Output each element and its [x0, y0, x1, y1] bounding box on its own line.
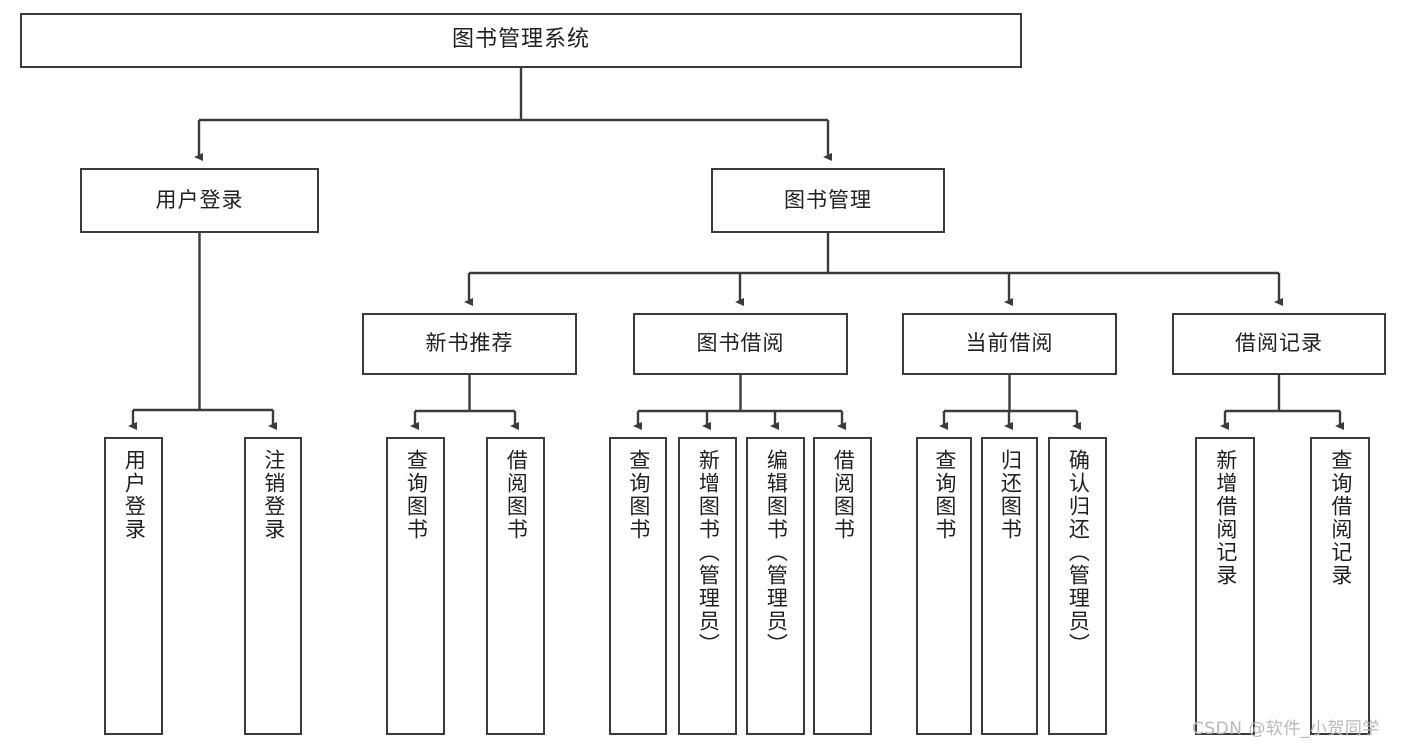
- node-label: 归还图书: [998, 449, 1023, 541]
- node-label: 借阅记录: [1235, 331, 1323, 356]
- node-leaf-borrow-book[interactable]: 借阅图书: [813, 437, 872, 735]
- node-leaf-confirm-return-admin[interactable]: 确认归还（管理员）: [1048, 437, 1107, 735]
- node-label: 图书管理: [784, 187, 872, 212]
- node-leaf-return-book[interactable]: 归还图书: [981, 437, 1038, 735]
- node-label: 图书管理系统: [451, 27, 590, 53]
- node-label: 查询图书: [626, 449, 651, 541]
- node-label: 新书推荐: [425, 331, 514, 356]
- node-label: 查询图书: [404, 449, 429, 541]
- node-label: 新增借阅记录: [1213, 449, 1238, 587]
- node-label: 编辑图书（管理员）: [764, 449, 789, 656]
- node-leaf-user-logout[interactable]: 注销登录: [244, 437, 302, 735]
- node-label: 图书借阅: [696, 331, 785, 356]
- node-new-book-recommend[interactable]: 新书推荐: [362, 313, 577, 375]
- csdn-watermark: CSDN @软件_小贺同学: [1192, 719, 1380, 739]
- node-leaf-user-login[interactable]: 用户登录: [104, 437, 163, 735]
- node-label: 借阅图书: [504, 449, 529, 541]
- node-book-manage[interactable]: 图书管理: [711, 168, 945, 233]
- node-label: 确认归还（管理员）: [1066, 449, 1091, 656]
- node-label: 新增图书（管理员）: [696, 449, 721, 656]
- node-label: 用户登录: [155, 187, 244, 212]
- node-label: 当前借阅: [965, 331, 1054, 356]
- node-leaf-borrow-book-rec[interactable]: 借阅图书: [486, 437, 545, 735]
- node-root-book-management-system[interactable]: 图书管理系统: [20, 13, 1022, 68]
- node-leaf-query-book-borrow[interactable]: 查询图书: [609, 437, 667, 735]
- node-leaf-query-book-current[interactable]: 查询图书: [916, 437, 972, 735]
- node-label: 用户登录: [122, 449, 147, 541]
- node-borrow-record[interactable]: 借阅记录: [1172, 313, 1386, 375]
- node-label: 借阅图书: [831, 449, 856, 541]
- node-user-login[interactable]: 用户登录: [80, 168, 319, 233]
- node-leaf-query-book-rec[interactable]: 查询图书: [386, 437, 445, 735]
- node-label: 查询借阅记录: [1328, 449, 1353, 587]
- node-leaf-add-borrow-record[interactable]: 新增借阅记录: [1195, 437, 1255, 735]
- node-leaf-query-borrow-record[interactable]: 查询借阅记录: [1310, 437, 1370, 735]
- node-label: 查询图书: [932, 449, 957, 541]
- node-current-borrow[interactable]: 当前借阅: [902, 313, 1117, 375]
- node-label: 注销登录: [261, 449, 286, 541]
- node-book-borrow[interactable]: 图书借阅: [633, 313, 848, 375]
- node-leaf-edit-book-admin[interactable]: 编辑图书（管理员）: [746, 437, 805, 735]
- node-leaf-add-book-admin[interactable]: 新增图书（管理员）: [678, 437, 737, 735]
